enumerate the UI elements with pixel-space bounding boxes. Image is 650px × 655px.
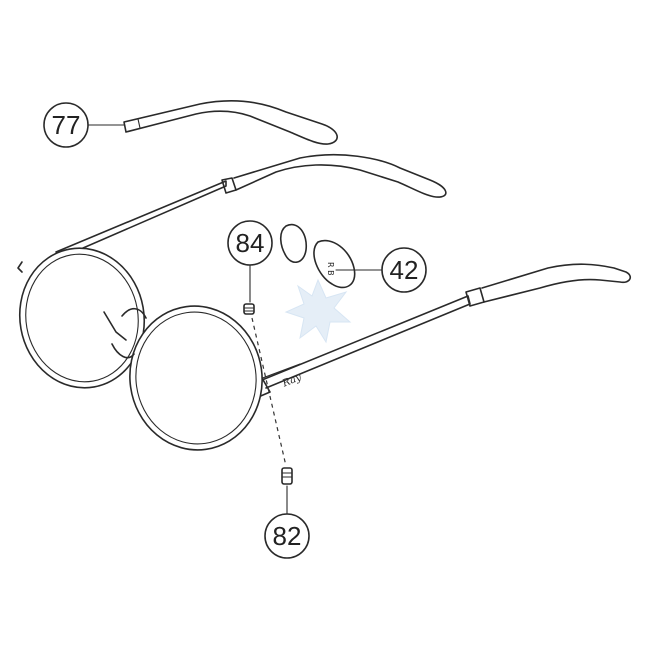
bridge: [103, 307, 147, 359]
temple-arm-77: [123, 99, 338, 145]
svg-text:82: 82: [273, 521, 302, 551]
callout-42: 42: [335, 247, 427, 293]
callout-82: 82: [264, 485, 310, 559]
svg-text:R B: R B: [326, 262, 335, 276]
nose-pad-upper: [279, 223, 308, 263]
rear-temple: [55, 153, 447, 259]
assembly-dash-line: [251, 317, 287, 467]
nose-pad-42: R B: [313, 239, 356, 289]
left-lens: [17, 247, 146, 389]
engraving-text: Ray: [280, 372, 303, 390]
svg-text:42: 42: [390, 255, 419, 285]
right-lens: [129, 305, 263, 451]
callout-77: 77: [43, 102, 125, 148]
svg-text:77: 77: [52, 110, 81, 140]
watermark-logo: [284, 278, 352, 344]
screw-82: [281, 467, 293, 485]
svg-text:84: 84: [236, 228, 265, 258]
callout-84: 84: [227, 220, 273, 303]
screw-84: [243, 303, 255, 315]
